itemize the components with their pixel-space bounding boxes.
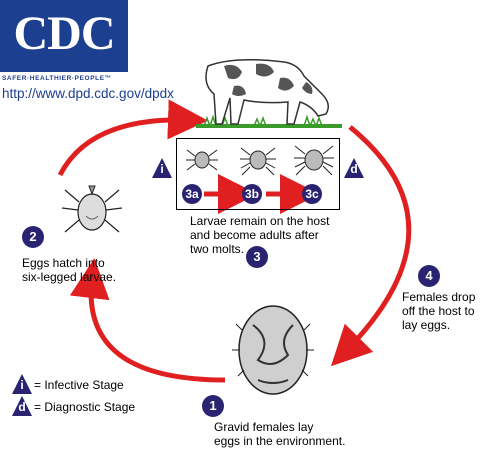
step-1-badge: 1 — [202, 395, 224, 417]
cdc-logo — [0, 0, 128, 72]
molting-box — [176, 138, 340, 210]
step-3-badge: 3 — [246, 246, 268, 268]
legend-diagnostic-label: = Diagnostic Stage — [34, 400, 136, 414]
cdc-tagline: SAFER·HEALTHIER·PEOPLE™ — [2, 75, 112, 82]
step-4-badge: 4 — [418, 265, 440, 287]
step3-caption-line1: Larvae remain on the host — [190, 214, 330, 228]
step-3a-badge: 3a — [182, 184, 202, 204]
step4-caption-line3: lay eggs. — [402, 318, 451, 332]
step4-caption-line2: off the host to — [402, 304, 475, 318]
step3-caption-line2: and become adults after — [190, 228, 319, 242]
source-url[interactable]: http://www.dpd.cdc.gov/dpdx — [2, 86, 174, 101]
step1-caption-line2: eggs in the environment. — [214, 434, 346, 448]
step1-caption-line1: Gravid females lay — [214, 420, 314, 434]
step-3c-badge: 3c — [302, 184, 322, 204]
cow-host-illustration — [196, 59, 342, 129]
step-3b-badge: 3b — [242, 184, 262, 204]
step3-caption-line3: two molts. — [190, 242, 245, 256]
cdc-logo-text: CDC — [13, 7, 116, 60]
arrow-larva-to-host — [57, 99, 208, 177]
step2-caption-line2: six-legged larvae. — [22, 270, 117, 284]
step-2-badge: 2 — [22, 226, 44, 248]
six-legged-larva-illustration — [61, 185, 123, 233]
step4-caption-line1: Females drop — [402, 290, 476, 304]
gravid-female-tick-illustration — [232, 305, 314, 395]
legend-infective-label: = Infective Stage — [34, 378, 124, 392]
step2-caption-line1: Eggs hatch into — [22, 256, 105, 270]
arrow-eggs-to-larva — [69, 258, 226, 383]
tick-larva-nymph-adult-illustrations — [186, 145, 334, 176]
arrow-host-to-ground — [330, 125, 412, 367]
